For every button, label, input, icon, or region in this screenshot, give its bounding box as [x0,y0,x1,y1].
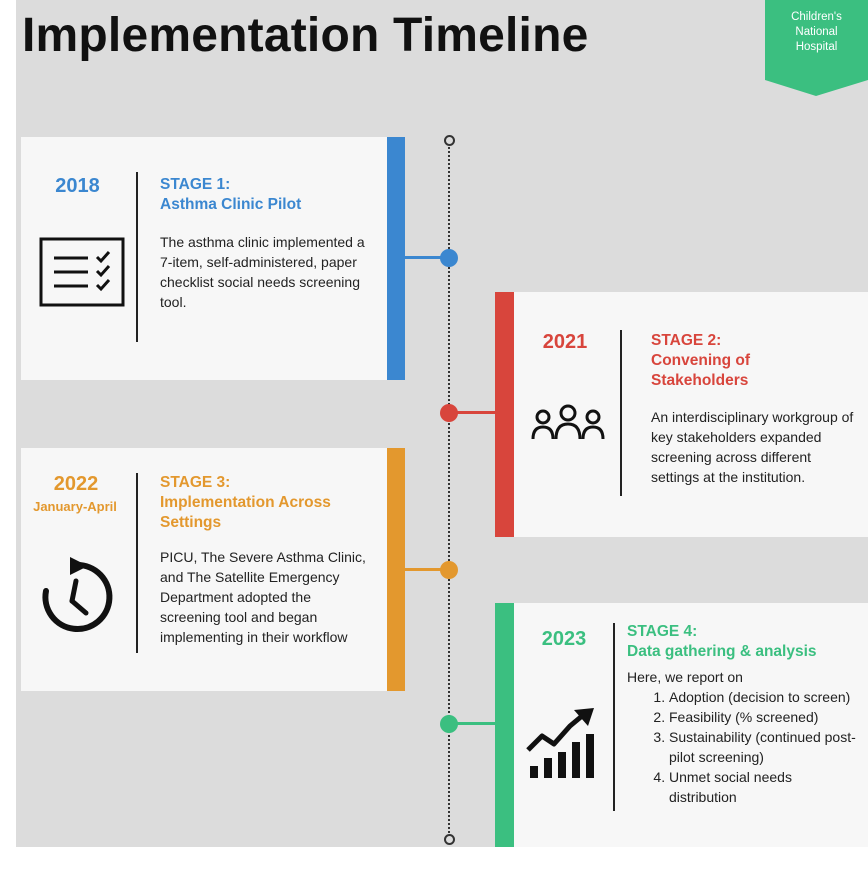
stage-4-color-bar [495,603,514,847]
stage-1-connector [405,256,447,259]
stage-2-connector [450,411,495,414]
stage-4-list: Adoption (decision to screen) Feasibilit… [627,687,863,807]
hospital-logo: Children's National Hospital [765,0,868,96]
stage-2-divider [620,330,622,496]
stage-2-description: An interdisciplinary workgroup of key st… [651,409,854,485]
list-item: Feasibility (% screened) [669,707,863,727]
stage-2-color-bar [495,292,514,537]
stage-2-card [514,292,868,537]
timeline-end-marker [444,834,455,845]
stage-2-title: STAGE 2: Convening of Stakeholders [651,332,751,389]
page-title: Implementation Timeline [22,9,589,62]
list-item: Adoption (decision to screen) [669,687,863,707]
logo-text: Children's National Hospital [791,11,842,53]
stage-3-divider [136,473,138,653]
list-item: Unmet social needs distribution [669,767,863,807]
stage-3-dot [440,561,458,579]
stage-4-title: STAGE 4: Data gathering & analysis [627,623,817,660]
stage-3-year: 2022 [53,473,99,495]
stage-4-year: 2023 [541,628,587,650]
stage-3-period: January-April [33,499,117,514]
checklist-icon [38,236,126,313]
stage-2-year: 2021 [542,331,588,353]
timeline-start-marker [444,135,455,146]
stage-4-connector [450,722,495,725]
people-group-icon [530,403,606,448]
stage-1-year: 2018 [55,175,100,197]
stage-3-color-bar [387,448,405,691]
stage-3-connector [405,568,447,571]
stage-4-content: Here, we report on Adoption (decision to… [627,667,863,807]
stage-4-dot [440,715,458,733]
growth-chart-icon [524,706,598,787]
stage-2-dot [440,404,458,422]
stage-4-intro: Here, we report on [627,669,743,685]
stage-3-title: STAGE 3: Implementation Across Settings [160,474,331,531]
stage-1-color-bar [387,137,405,380]
timeline-axis [448,140,450,840]
stage-4-divider [613,623,615,811]
stage-1-dot [440,249,458,267]
list-item: Sustainability (continued post-pilot scr… [669,727,863,767]
stage-3-card [21,448,387,691]
stage-1-divider [136,172,138,342]
clock-refresh-icon [32,553,122,648]
stage-3-description: PICU, The Severe Asthma Clinic, and The … [160,549,366,645]
stage-1-title: STAGE 1: Asthma Clinic Pilot [160,176,302,213]
stage-1-description: The asthma clinic implemented a 7-item, … [160,234,365,310]
